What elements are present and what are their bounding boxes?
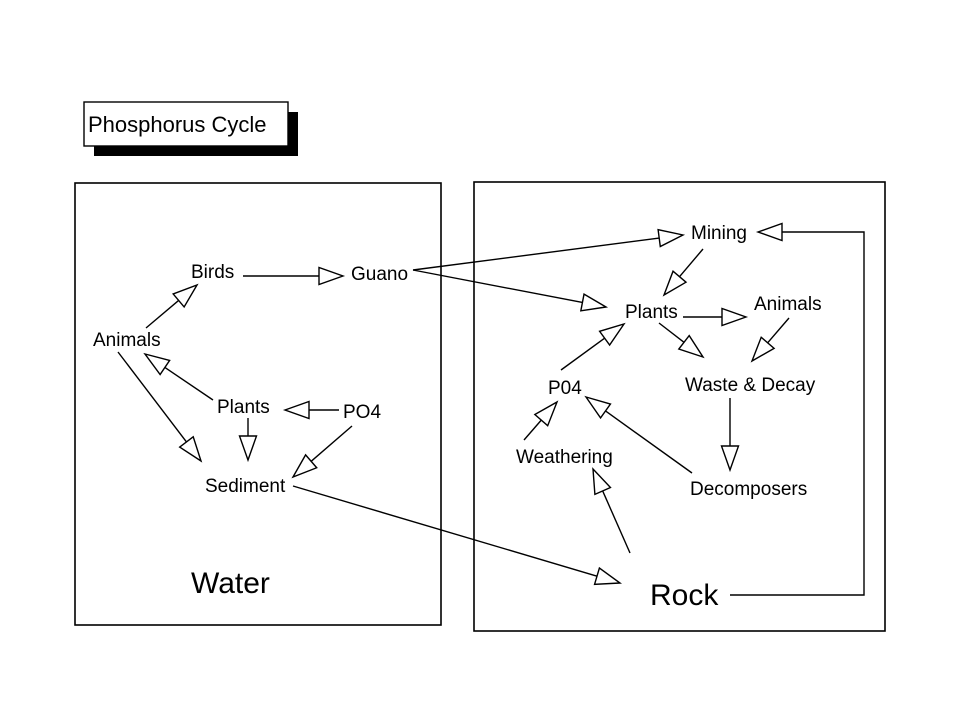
edge-r-weathering-to-r-po4-arrowhead <box>533 400 559 427</box>
edge-r-weathering-to-r-po4-line <box>523 419 542 441</box>
node-rock-plants: Plants <box>625 302 678 323</box>
water-region-label: Water <box>191 567 270 600</box>
edge-r-plants-to-r-waste-arrowhead <box>677 334 705 359</box>
edge-r-waste-to-r-decomposers <box>720 398 740 473</box>
title-box: Phosphorus Cycle <box>83 101 298 156</box>
edge-rock-to-r-mining-line <box>730 231 865 596</box>
edge-w-po4-to-w-plants <box>282 400 339 420</box>
edge-w-animals-to-w-sediment-arrowhead <box>178 435 203 463</box>
node-rock-animals: Animals <box>754 294 822 315</box>
edge-rock-to-r-weathering-line <box>602 490 631 554</box>
edge-r-po4-to-r-plants-line <box>560 337 606 371</box>
node-rock-waste-decay: Waste & Decay <box>685 375 816 396</box>
edge-r-decomposers-to-r-po4-line <box>605 410 693 474</box>
edge-w-plants-to-w-animals-line <box>164 366 214 401</box>
edge-w-birds-to-w-guano-arrowhead <box>318 266 346 286</box>
edge-r-plants-to-r-waste-line <box>658 322 685 343</box>
edge-w-guano-to-r-mining-line <box>412 237 660 271</box>
node-water-animals: Animals <box>93 330 161 351</box>
edge-r-plants-to-r-animals <box>683 307 749 327</box>
edge-rock-to-r-weathering <box>592 467 631 554</box>
edge-rock-to-r-mining <box>730 222 865 596</box>
edge-w-plants-to-w-animals-arrowhead <box>143 352 171 376</box>
rock-region-frame <box>473 181 886 632</box>
node-water-guano: Guano <box>351 264 408 285</box>
edge-w-plants-to-w-sediment-arrowhead <box>238 435 258 463</box>
node-water-sediment: Sediment <box>205 476 286 497</box>
edge-r-waste-to-r-decomposers-arrowhead <box>720 445 740 473</box>
edge-w-guano-to-r-plants <box>412 269 609 312</box>
rock-region-label: Rock <box>650 579 719 612</box>
edge-w-birds-to-w-guano <box>243 266 346 286</box>
node-water-po4: PO4 <box>343 402 381 423</box>
edge-w-animals-to-w-sediment-line <box>117 351 188 443</box>
edge-w-guano-to-r-plants-arrowhead <box>579 293 609 312</box>
edge-w-guano-to-r-mining <box>412 228 686 271</box>
node-rock-mining: Mining <box>691 223 747 244</box>
edge-r-mining-to-r-plants-line <box>678 248 704 278</box>
edge-r-plants-to-r-waste <box>658 322 705 359</box>
edge-w-sediment-to-rock <box>292 485 623 586</box>
edge-w-plants-to-w-animals <box>143 352 214 401</box>
node-water-birds: Birds <box>191 262 234 283</box>
edge-w-animals-to-w-birds <box>145 283 199 329</box>
edge-w-animals-to-w-birds-line <box>145 299 180 329</box>
edge-r-decomposers-to-r-po4 <box>584 395 693 474</box>
edge-w-po4-to-w-plants-arrowhead <box>282 400 310 420</box>
node-rock-decomposers: Decomposers <box>690 479 807 500</box>
edge-w-guano-to-r-mining-arrowhead <box>657 228 686 248</box>
edge-r-po4-to-r-plants-arrowhead <box>598 322 626 347</box>
edge-r-weathering-to-r-po4 <box>523 400 559 441</box>
edge-w-animals-to-w-sediment <box>117 351 203 463</box>
edge-w-sediment-to-rock-line <box>292 485 598 577</box>
edge-rock-to-r-weathering-arrowhead <box>592 467 612 496</box>
edge-rock-to-r-mining-arrowhead <box>755 222 783 242</box>
edge-w-sediment-to-rock-arrowhead <box>593 566 623 586</box>
node-water-plants: Plants <box>217 397 270 418</box>
node-rock-weathering: Weathering <box>516 447 613 468</box>
edge-r-mining-to-r-plants <box>662 248 704 297</box>
edge-r-animals-to-r-waste <box>750 317 790 363</box>
diagram-title: Phosphorus Cycle <box>88 112 267 137</box>
edge-w-animals-to-w-birds-arrowhead <box>171 283 199 309</box>
node-rock-po4: P04 <box>548 378 582 399</box>
edge-r-plants-to-r-animals-arrowhead <box>721 307 749 327</box>
edges-layer <box>117 222 865 596</box>
edge-w-po4-to-w-sediment-arrowhead <box>291 453 318 479</box>
edge-r-mining-to-r-plants-arrowhead <box>662 270 688 297</box>
edge-r-decomposers-to-r-po4-arrowhead <box>584 395 612 420</box>
edge-r-animals-to-r-waste-arrowhead <box>750 336 776 363</box>
edge-w-po4-to-w-sediment <box>291 425 353 479</box>
edge-w-guano-to-r-plants-line <box>412 269 583 304</box>
water-region-frame <box>74 182 442 626</box>
title-box-frame <box>83 101 289 147</box>
edge-w-po4-to-w-sediment-line <box>310 425 353 462</box>
edge-r-po4-to-r-plants <box>560 322 626 371</box>
edge-w-plants-to-w-sediment <box>238 418 258 463</box>
edge-r-animals-to-r-waste-line <box>767 317 790 344</box>
